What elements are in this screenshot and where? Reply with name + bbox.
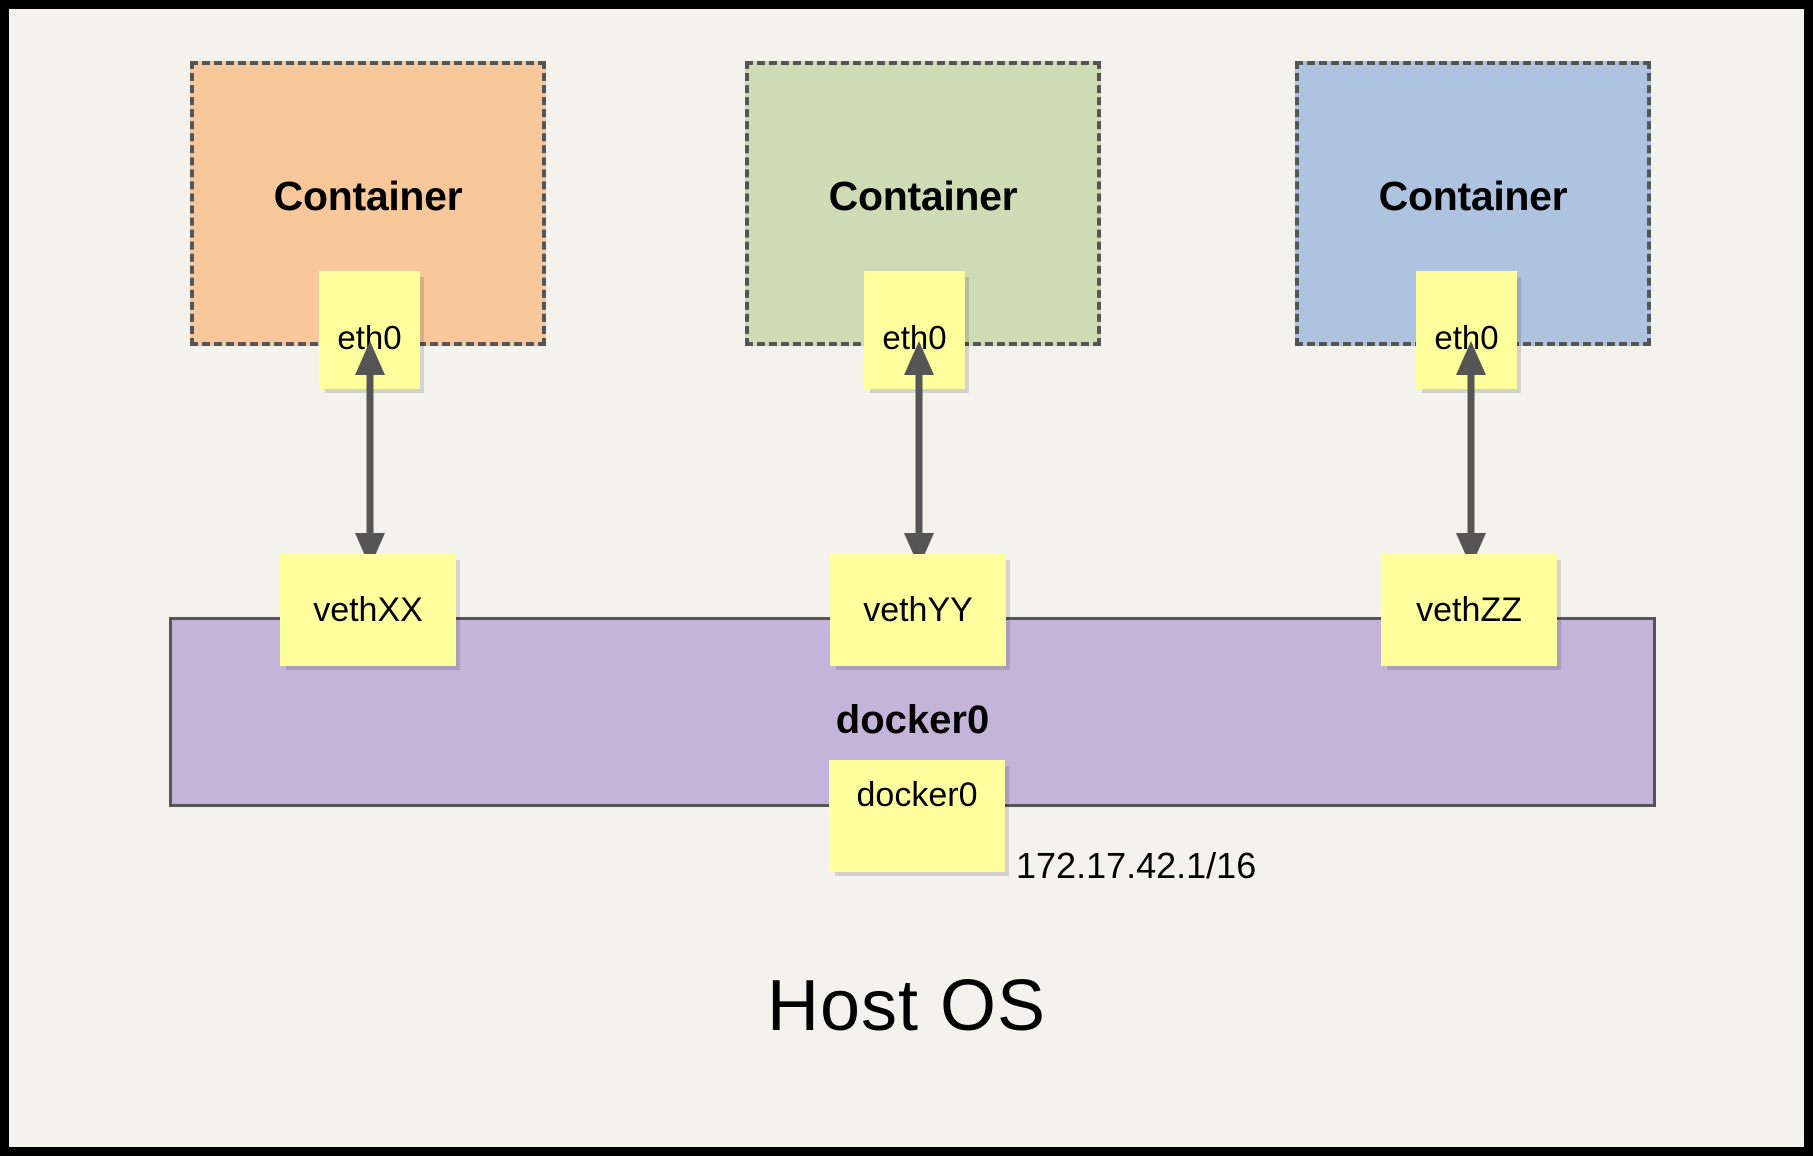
container-box-2: Container (745, 61, 1101, 346)
container-eth0-label-3: eth0 (1434, 319, 1499, 356)
veth-box-1: vethXX (280, 554, 456, 666)
docker0-ip-address: 172.17.42.1/16 (1016, 845, 1257, 886)
container-eth0-box-2: eth0 (864, 271, 965, 389)
arrow-container-2-to-veth-2-icon (904, 341, 934, 567)
docker0-port-label: docker0 (856, 775, 978, 814)
docker0-bridge-label: docker0 (835, 698, 990, 742)
veth-box-2: vethYY (830, 554, 1006, 666)
veth-label-2: vethYY (863, 590, 973, 629)
diagram-canvas: Container eth0 Container eth0 Container … (9, 9, 1804, 1147)
docker0-port-box: docker0 (829, 760, 1005, 872)
arrow-container-1-to-veth-1-icon (355, 341, 385, 567)
veth-label-3: vethZZ (1416, 590, 1522, 629)
arrow-container-3-to-veth-3-icon (1456, 341, 1486, 567)
container-title-1: Container (273, 173, 463, 219)
host-os-label: Host OS (766, 966, 1047, 1046)
veth-label-1: vethXX (313, 590, 423, 629)
container-title-2: Container (828, 173, 1018, 219)
container-eth0-label-2: eth0 (882, 319, 947, 356)
container-title-3: Container (1378, 173, 1568, 219)
veth-box-3: vethZZ (1381, 554, 1557, 666)
